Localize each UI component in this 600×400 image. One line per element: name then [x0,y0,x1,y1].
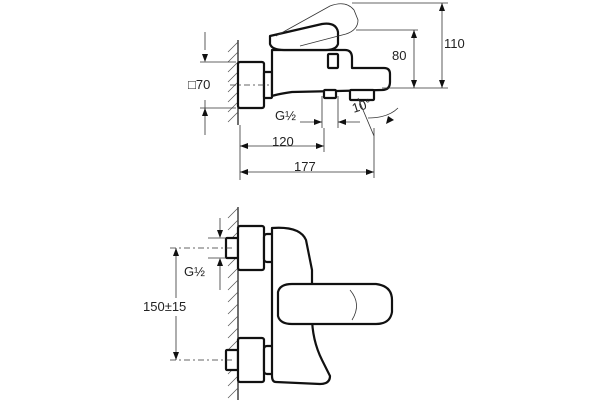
label-height-total: 110 [444,36,465,51]
label-length-inner: 120 [272,134,294,149]
lower-connector-front [224,336,278,384]
lever-handle-front [276,282,394,326]
dimension-length-total: 177 [240,128,375,178]
label-square-section: □70 [188,77,210,92]
label-length-total: 177 [294,159,316,174]
hose-connector [322,88,338,100]
label-thread-top: G½ [275,108,296,123]
label-thread-front: G½ [184,264,205,279]
upper-connector-front [224,224,278,272]
dimension-centers: 150±15 [140,248,210,360]
mixer-body-side [270,48,392,98]
dimension-square-section: □70 [188,32,236,135]
dimension-heights: 80 110 [352,2,465,89]
label-height-spout: 80 [392,48,406,63]
label-centers: 150±15 [143,299,186,314]
lever-handle-side [268,22,340,52]
spout-outlet [348,88,376,102]
dimension-thread-top: G½ [275,96,360,128]
dimension-spout-angle: 10° [350,95,399,124]
dimension-length-inner: 120 [239,125,325,180]
dimension-thread-front: G½ [184,218,226,290]
label-spout-angle: 10° [350,95,373,115]
lever-raised-outline [275,3,359,47]
wall-side-view [227,40,239,125]
diverter-knob [326,52,340,70]
side-view: □70 80 110 G½ [188,2,465,180]
front-view: G½ 150±15 [140,207,394,400]
